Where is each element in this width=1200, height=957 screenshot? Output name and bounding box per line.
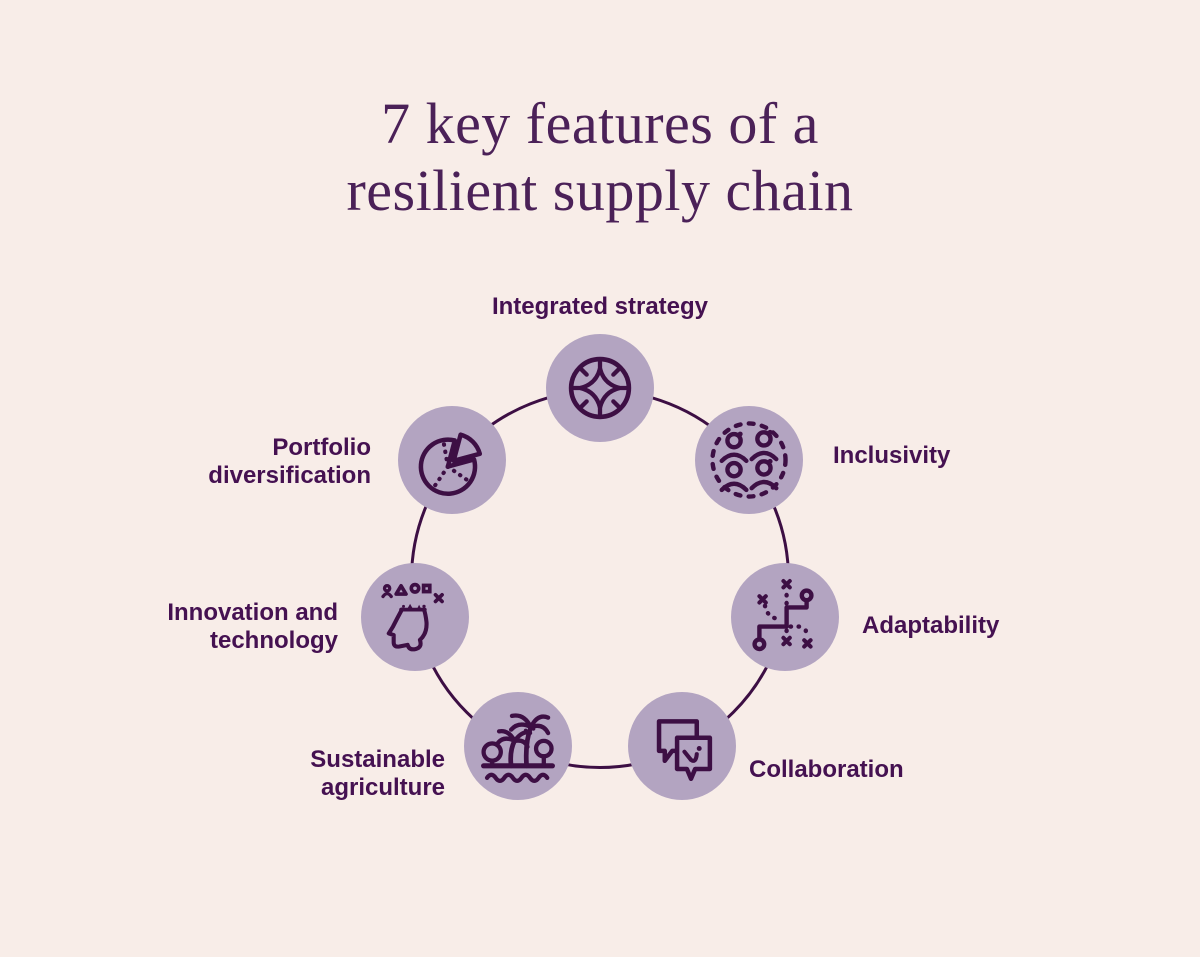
- node-inclusivity: [695, 406, 803, 514]
- palm-trees-icon: [481, 713, 555, 783]
- node-portfolio-diversification: [398, 406, 506, 514]
- label-sustainable-agriculture: Sustainable agriculture: [310, 746, 445, 802]
- route-plan-icon: [752, 579, 814, 652]
- title-line-1: 7 key features of a: [381, 91, 819, 156]
- label-inclusivity: Inclusivity: [833, 442, 951, 469]
- pie-chart-icon: [418, 432, 483, 496]
- chat-bubbles-icon: [656, 719, 713, 782]
- node-collaboration: [628, 692, 736, 800]
- label-adaptability: Adaptability: [862, 612, 1000, 639]
- label-collaboration: Collaboration: [749, 756, 904, 783]
- page-title: 7 key features of a resilient supply cha…: [0, 90, 1200, 225]
- node-sustainable-agriculture: [464, 692, 572, 800]
- label-portfolio-diversification: Portfolio diversification: [208, 434, 371, 490]
- node-adaptability: [731, 563, 839, 671]
- people-group-icon: [710, 421, 788, 499]
- label-innovation-technology: Innovation and technology: [167, 599, 338, 655]
- label-integrated-strategy: Integrated strategy: [491, 293, 709, 320]
- compass-icon: [568, 356, 632, 420]
- mind-ideas-icon: [381, 582, 444, 652]
- node-integrated-strategy: [546, 334, 654, 442]
- title-line-2: resilient supply chain: [346, 158, 854, 224]
- node-innovation-technology: [361, 563, 469, 671]
